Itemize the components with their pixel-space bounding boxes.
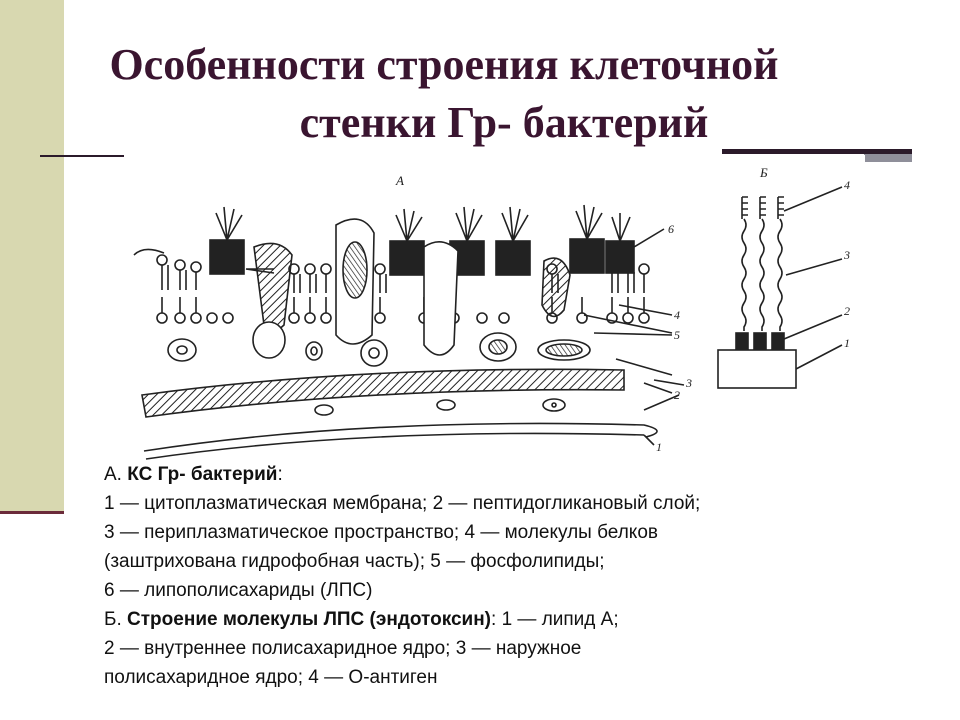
- callout-b-4: 4: [844, 178, 850, 192]
- caption-line-2: 1 — цитоплазматическая мембрана; 2 — пеп…: [104, 493, 701, 514]
- panel-b-label: Б: [759, 165, 768, 180]
- callout-b-3: 3: [843, 248, 850, 262]
- caption-line-4: (заштрихована гидрофобная часть); 5 — фо…: [104, 551, 605, 572]
- callouts-panel-a: [583, 228, 685, 446]
- callout-a-1: 1: [656, 440, 662, 454]
- title-rule-left: [40, 155, 124, 157]
- callout-b-2: 2: [844, 304, 850, 318]
- accent-band-bottom-rule: [0, 511, 64, 514]
- caption-b-suffix: : 1 — липид А;: [491, 609, 619, 630]
- caption-a-prefix: А.: [104, 464, 128, 485]
- left-accent-band: [0, 0, 64, 514]
- membrane-protein-right: [423, 241, 571, 356]
- callout-a-3: 3: [685, 376, 692, 390]
- callout-b-1: 1: [844, 336, 850, 350]
- cell-wall-figure: А: [124, 155, 865, 477]
- figure-caption: А. КС Гр- бактерий: 1 — цитоплазматическ…: [104, 460, 924, 692]
- caption-line-6: Б. Строение молекулы ЛПС (эндотоксин): 1…: [104, 605, 924, 634]
- membrane-protein-channel: [252, 242, 293, 359]
- outer-membrane-heads-lower: [156, 312, 650, 324]
- peptidoglycan-layer: [141, 368, 625, 418]
- caption-b-heading: Строение молекулы ЛПС (эндотоксин): [127, 609, 492, 630]
- cytoplasmic-membrane-outer: [143, 422, 658, 452]
- callout-a-4: 4: [674, 308, 680, 322]
- caption-line-5: 6 — липополисахариды (ЛПС): [104, 580, 373, 601]
- inner-space-vesicles: [314, 398, 566, 416]
- caption-b-prefix: Б.: [104, 609, 128, 630]
- outer-membrane-edge: [133, 248, 165, 256]
- cell-wall-diagram: А: [133, 165, 850, 460]
- caption-line-1: А. КС Гр- бактерий:: [104, 460, 924, 489]
- callout-a-5: 5: [674, 328, 680, 342]
- slide-title-line1: Особенности строения клеточной: [109, 40, 779, 89]
- caption-line-3: 3 — периплазматическое пространство; 4 —…: [104, 522, 658, 543]
- callout-a-6: 6: [668, 222, 674, 236]
- lps-molecule-structure: [717, 196, 797, 389]
- caption-line-7: 2 — внутреннее полисахаридное ядро; 3 — …: [104, 638, 582, 659]
- slide-title: Особенности строения клеточной стенки Гр…: [64, 36, 944, 152]
- panel-a-label: А: [395, 173, 404, 188]
- callout-a-2: 2: [674, 388, 680, 402]
- title-rule-right-shadow: [864, 154, 912, 162]
- membrane-protein-oval: [335, 218, 375, 345]
- caption-line-8: полисахаридное ядро; 4 — О-антиген: [104, 667, 438, 688]
- caption-a-heading: КС Гр- бактерий: [127, 464, 278, 485]
- periplasm-vesicles: [167, 332, 591, 367]
- slide-title-line2: стенки Гр- бактерий: [299, 98, 709, 147]
- cytoplasmic-membrane-inner: [145, 432, 645, 460]
- title-rule-right: [722, 149, 912, 154]
- caption-a-suffix: :: [277, 464, 283, 485]
- callouts-panel-b: [783, 186, 843, 370]
